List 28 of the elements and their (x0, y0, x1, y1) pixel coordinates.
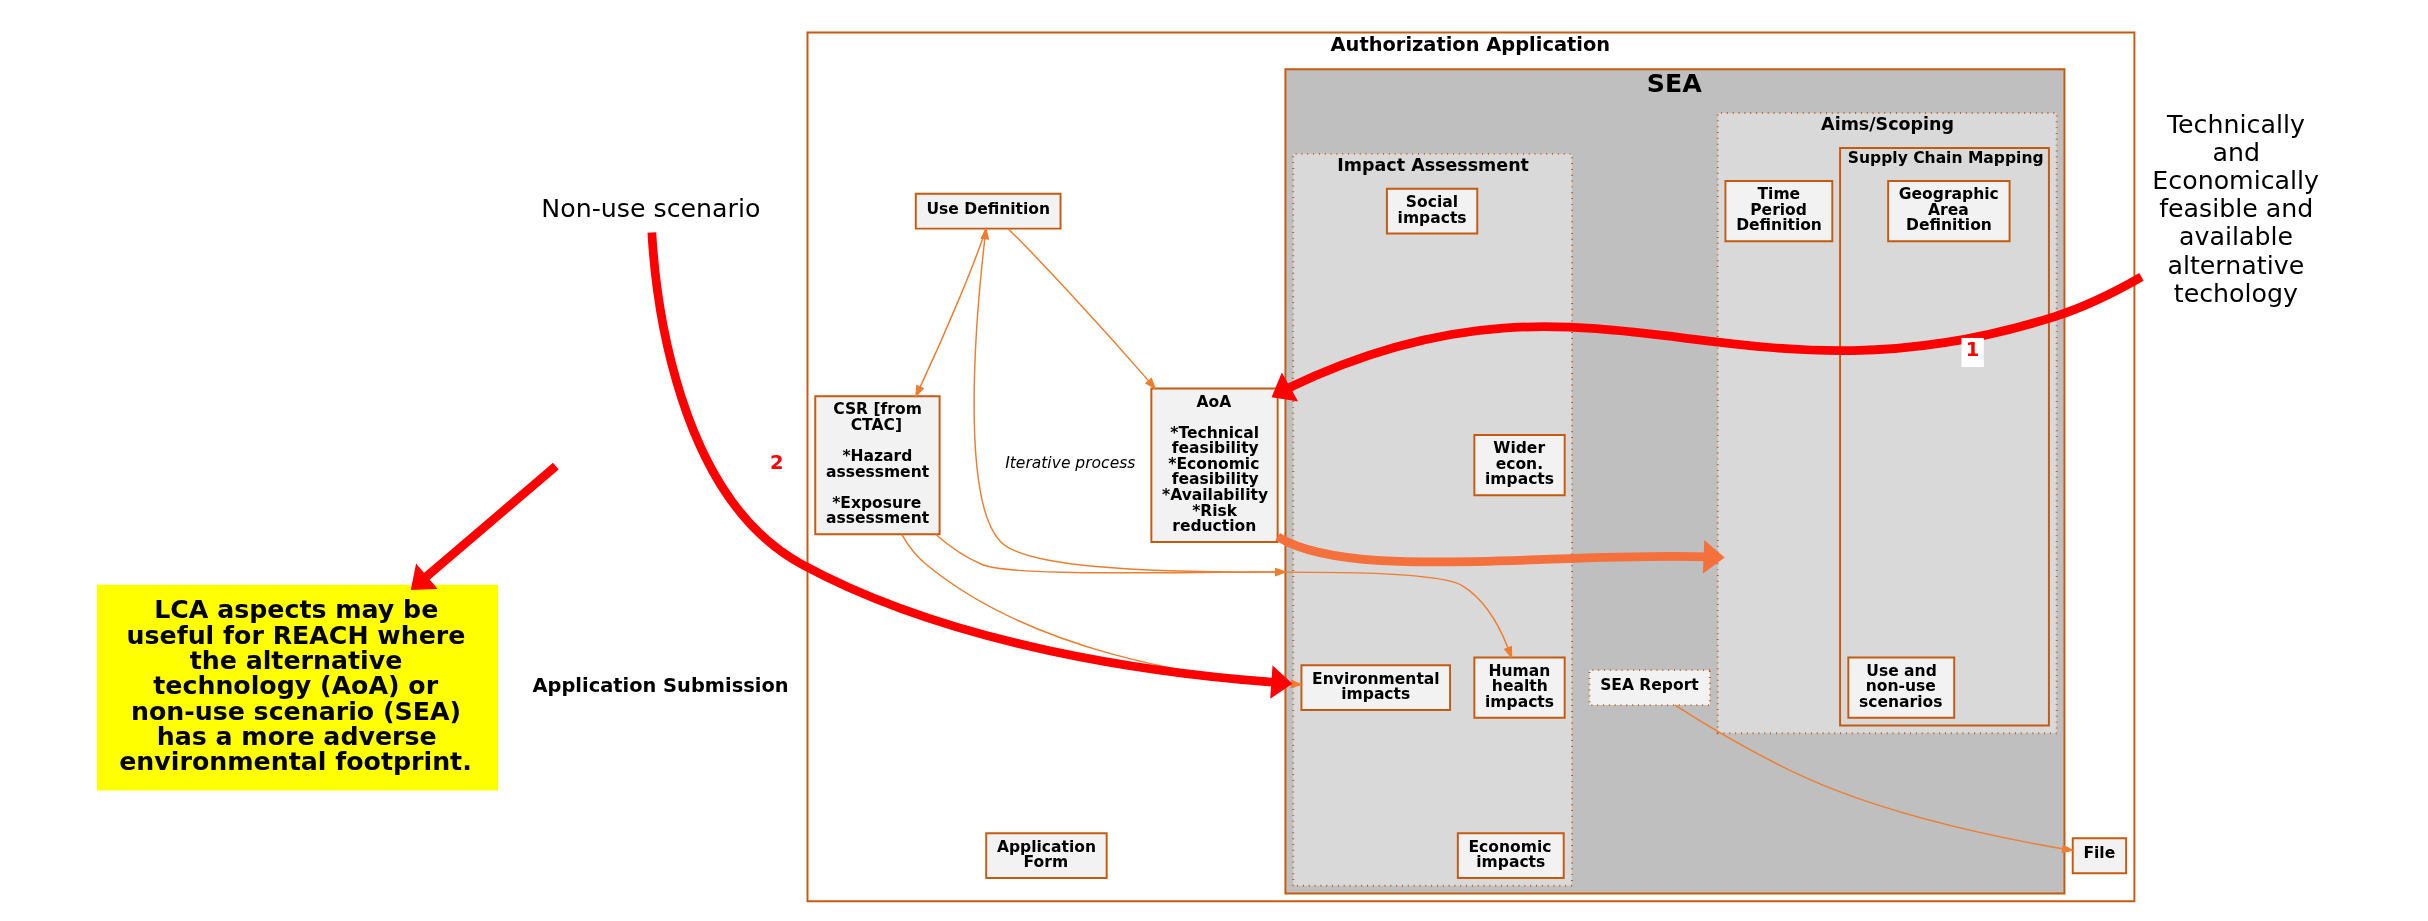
arrow (1271, 273, 2144, 402)
node-box: LCA aspects may be useful for REACH where the alternative technology (AoA) or non-use scenario (SEA) has a more adverse environmental footprint. (96, 584, 498, 791)
node-box: Application Form (984, 832, 1108, 879)
node-box: Environmental impacts (1299, 664, 1451, 711)
edge-label: Iterative process (1004, 453, 1135, 472)
arrow (1274, 532, 1725, 574)
node-box: Use and non-use scenarios (1846, 656, 1955, 719)
label: Application Submission (532, 673, 789, 697)
node-box: Social impacts (1385, 187, 1478, 235)
node-text: Non-use scenario (540, 194, 760, 224)
node-box: SEA Report (1588, 669, 1711, 707)
arrow (1673, 704, 2075, 854)
node-box: File (2071, 837, 2127, 875)
edge-label: 2 (769, 451, 784, 475)
node-box: Use Definition (914, 192, 1061, 230)
arrow (647, 232, 1292, 699)
node-box: AoA *Technical feasibility *Economic feasibility *Availability *Risk reduction (1149, 387, 1279, 543)
node-box: Economic impacts (1456, 832, 1565, 879)
arrow (934, 533, 1512, 660)
edge-label: 1 (1965, 338, 1979, 362)
node-box: Wider econ. impacts (1472, 434, 1566, 497)
node-box: Time Period Definition (1724, 180, 1833, 243)
arrow (1006, 227, 1157, 390)
node-text: Technically and Economically feasible and available alternative techology (2151, 109, 2319, 308)
arrow (410, 462, 559, 590)
node-box: CSR [from CTAC] *Hazard assessment *Exposure assessment (813, 395, 941, 536)
node-box: Geographic Area Definition (1886, 180, 2011, 243)
node-box: Human health impacts (1472, 656, 1566, 719)
